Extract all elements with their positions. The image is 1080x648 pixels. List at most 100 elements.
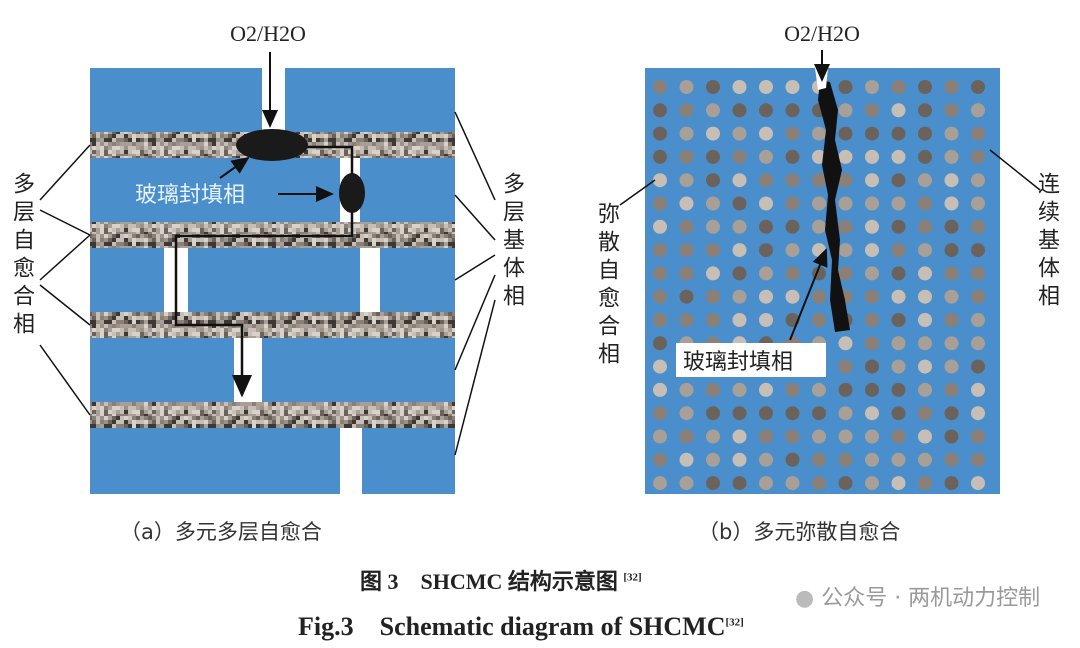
particle (944, 313, 959, 327)
particle (891, 173, 906, 188)
particle (732, 126, 747, 141)
particle (759, 149, 773, 164)
particle (706, 382, 720, 397)
particle (653, 289, 667, 304)
particle (865, 149, 879, 164)
particle (785, 126, 800, 141)
particle (944, 149, 959, 164)
particle (838, 429, 853, 444)
particle (759, 219, 773, 234)
particle (759, 313, 773, 327)
particle (865, 173, 879, 188)
particle (944, 80, 959, 94)
particle (679, 452, 694, 467)
caption-b: （b）多元弥散自愈合 (698, 520, 901, 544)
particle (891, 313, 906, 327)
particle (785, 406, 800, 421)
right-label-a: 多层基体相 (499, 172, 524, 312)
glass-pointer (219, 156, 250, 179)
particle (891, 429, 906, 444)
glass-label-a: 玻璃封填相 (135, 183, 245, 208)
particle (891, 243, 906, 258)
particle (838, 382, 853, 397)
particle (971, 382, 985, 397)
particle (865, 243, 879, 258)
particle (812, 173, 826, 188)
particle (944, 219, 959, 234)
particle (865, 382, 879, 397)
particle (812, 382, 826, 397)
glass-pointer (789, 248, 828, 341)
leader-line (619, 179, 656, 206)
particle (812, 126, 826, 141)
particle (838, 173, 853, 188)
particle (732, 196, 747, 211)
particle (944, 476, 959, 491)
particle (732, 173, 747, 188)
caption-a: （a）多元多层自愈合 (120, 520, 322, 544)
particle (732, 289, 747, 304)
particle (706, 406, 720, 421)
particle (706, 196, 720, 211)
particle (812, 196, 826, 211)
particle (891, 149, 906, 164)
particle (891, 266, 906, 281)
particle (706, 149, 720, 164)
particle (759, 476, 773, 491)
particle (838, 80, 853, 94)
particle (732, 149, 747, 164)
particle (812, 313, 826, 327)
particle (891, 406, 906, 421)
particle (971, 476, 985, 491)
particle (838, 243, 853, 258)
particle (838, 452, 853, 467)
particle (732, 476, 747, 491)
particle (679, 173, 694, 188)
particle (812, 149, 826, 164)
particle (812, 289, 826, 304)
figure-title-en: Fig.3 Schematic diagram of SHCMC[32] (298, 606, 744, 643)
particle (759, 243, 773, 258)
particle (785, 243, 800, 258)
particle (812, 219, 826, 234)
oxidant-path-arrow (174, 145, 354, 398)
particle (971, 336, 985, 351)
particle (759, 103, 773, 118)
particle (732, 406, 747, 421)
particle (918, 289, 932, 304)
particle (653, 336, 667, 351)
label-bg (676, 343, 826, 377)
particle (838, 359, 853, 374)
particle (759, 196, 773, 211)
particle (891, 196, 906, 211)
particle (706, 80, 720, 94)
particle (785, 173, 800, 188)
particle (918, 313, 932, 327)
particle (732, 382, 747, 397)
title-cn-text: 图 3 SHCMC 结构示意图 (360, 569, 618, 594)
particle (679, 382, 694, 397)
particle (944, 103, 959, 118)
right-label-b: 连续基体相 (1034, 172, 1059, 312)
particle (653, 382, 667, 397)
particle (679, 313, 694, 327)
particle (944, 452, 959, 467)
particle (706, 126, 720, 141)
glass-label-b: 玻璃封填相 (683, 350, 793, 375)
particle (653, 196, 667, 211)
particle (785, 476, 800, 491)
leader-lines (39, 111, 496, 456)
particle (944, 266, 959, 281)
particle (653, 476, 667, 491)
particle (918, 80, 932, 94)
particle (865, 196, 879, 211)
particle (759, 382, 773, 397)
wechat-icon: ● (795, 586, 815, 611)
particle (759, 289, 773, 304)
particle (679, 103, 694, 118)
particle (865, 80, 879, 94)
particle (918, 452, 932, 467)
title-en-text: Fig.3 Schematic diagram of SHCMC (298, 612, 726, 641)
particle (944, 289, 959, 304)
particle (865, 359, 879, 374)
